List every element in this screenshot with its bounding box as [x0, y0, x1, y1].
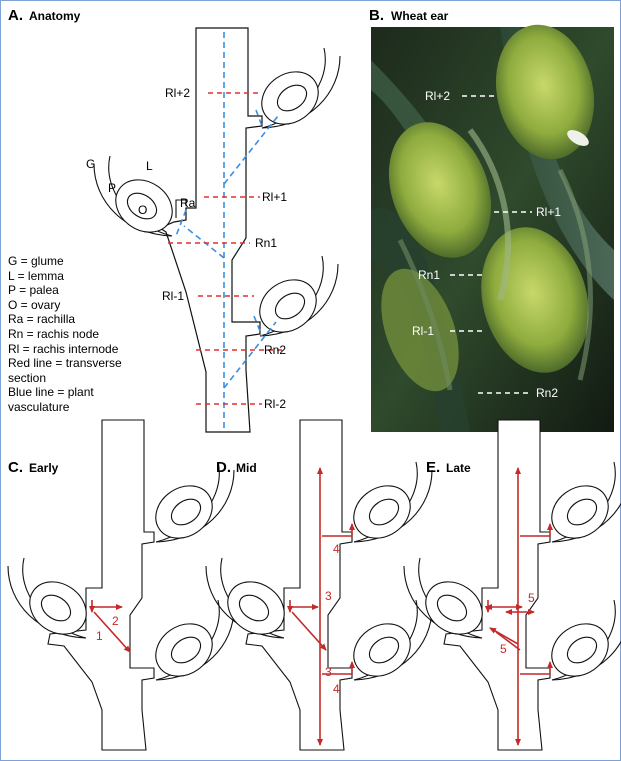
arrow-num-3-upper: 3 [325, 589, 332, 603]
panel-e-title: Late [446, 461, 471, 475]
panel-b: B. Wheat ear Rl+2 R [366, 7, 614, 432]
photo-label-rn1: Rn1 [418, 268, 440, 282]
panel-c: C. Early 2 1 [8, 420, 234, 750]
arrow-num-3-lower: 3 [325, 665, 332, 679]
arrow-num-5-upper: 5 [528, 591, 535, 605]
panel-b-letter: B. [369, 7, 384, 24]
photo-label-rl-minus1: Rl-1 [412, 324, 434, 338]
label-rl-plus1: Rl+1 [262, 190, 287, 204]
label-palea: P [108, 181, 116, 195]
panel-d: D. Mid 3 4 3 4 [206, 420, 432, 750]
arrow-num-2: 2 [112, 614, 119, 628]
label-rn1: Rn1 [255, 236, 277, 250]
legend-item: Blue line = plant [8, 385, 158, 400]
label-rn2: Rn2 [264, 343, 286, 357]
legend-item: Red line = transverse [8, 356, 158, 371]
legend-item: Rl = rachis internode [8, 342, 158, 357]
label-rachilla: Ra [180, 196, 196, 210]
legend-item: vasculature [8, 400, 158, 415]
legend-item: G = glume [8, 254, 158, 269]
legend-item: L = lemma [8, 269, 158, 284]
photo-label-rl-plus1: Rl+1 [536, 205, 561, 219]
arrow-num-4-lower: 4 [333, 682, 340, 696]
arrow-num-1: 1 [96, 629, 103, 643]
arrow-num-5-lower: 5 [500, 642, 507, 656]
label-rl-minus2: Rl-2 [264, 397, 286, 411]
legend-item: section [8, 371, 158, 386]
label-lemma: L [146, 159, 153, 173]
legend-item: Ra = rachilla [8, 312, 158, 327]
label-ovary: O [138, 203, 147, 217]
spikelet-lower [250, 256, 338, 343]
photo-label-rl-plus2: Rl+2 [425, 89, 450, 103]
panel-e-letter: E. [426, 459, 440, 476]
anatomy-legend: G = glume L = lemma P = palea O = ovary … [8, 254, 158, 415]
legend-item: O = ovary [8, 298, 158, 313]
label-rl-plus2: Rl+2 [165, 86, 190, 100]
legend-item: Rn = rachis node [8, 327, 158, 342]
panel-a-letter: A. [8, 7, 23, 24]
legend-item: P = palea [8, 283, 158, 298]
spikelet-upper [252, 48, 340, 135]
wheat-ear-photo [366, 16, 614, 432]
label-rl-minus1: Rl-1 [162, 289, 184, 303]
photo-label-rn2: Rn2 [536, 386, 558, 400]
arrow-num-4-upper: 4 [333, 542, 340, 556]
panel-b-title: Wheat ear [391, 9, 449, 23]
panel-d-letter: D. [216, 459, 231, 476]
panel-d-title: Mid [236, 461, 257, 475]
panel-a-title: Anatomy [29, 9, 81, 23]
panel-e: E. Late 5 5 [404, 420, 621, 750]
panel-c-letter: C. [8, 459, 23, 476]
panel-c-title: Early [29, 461, 59, 475]
label-glume: G [86, 157, 95, 171]
